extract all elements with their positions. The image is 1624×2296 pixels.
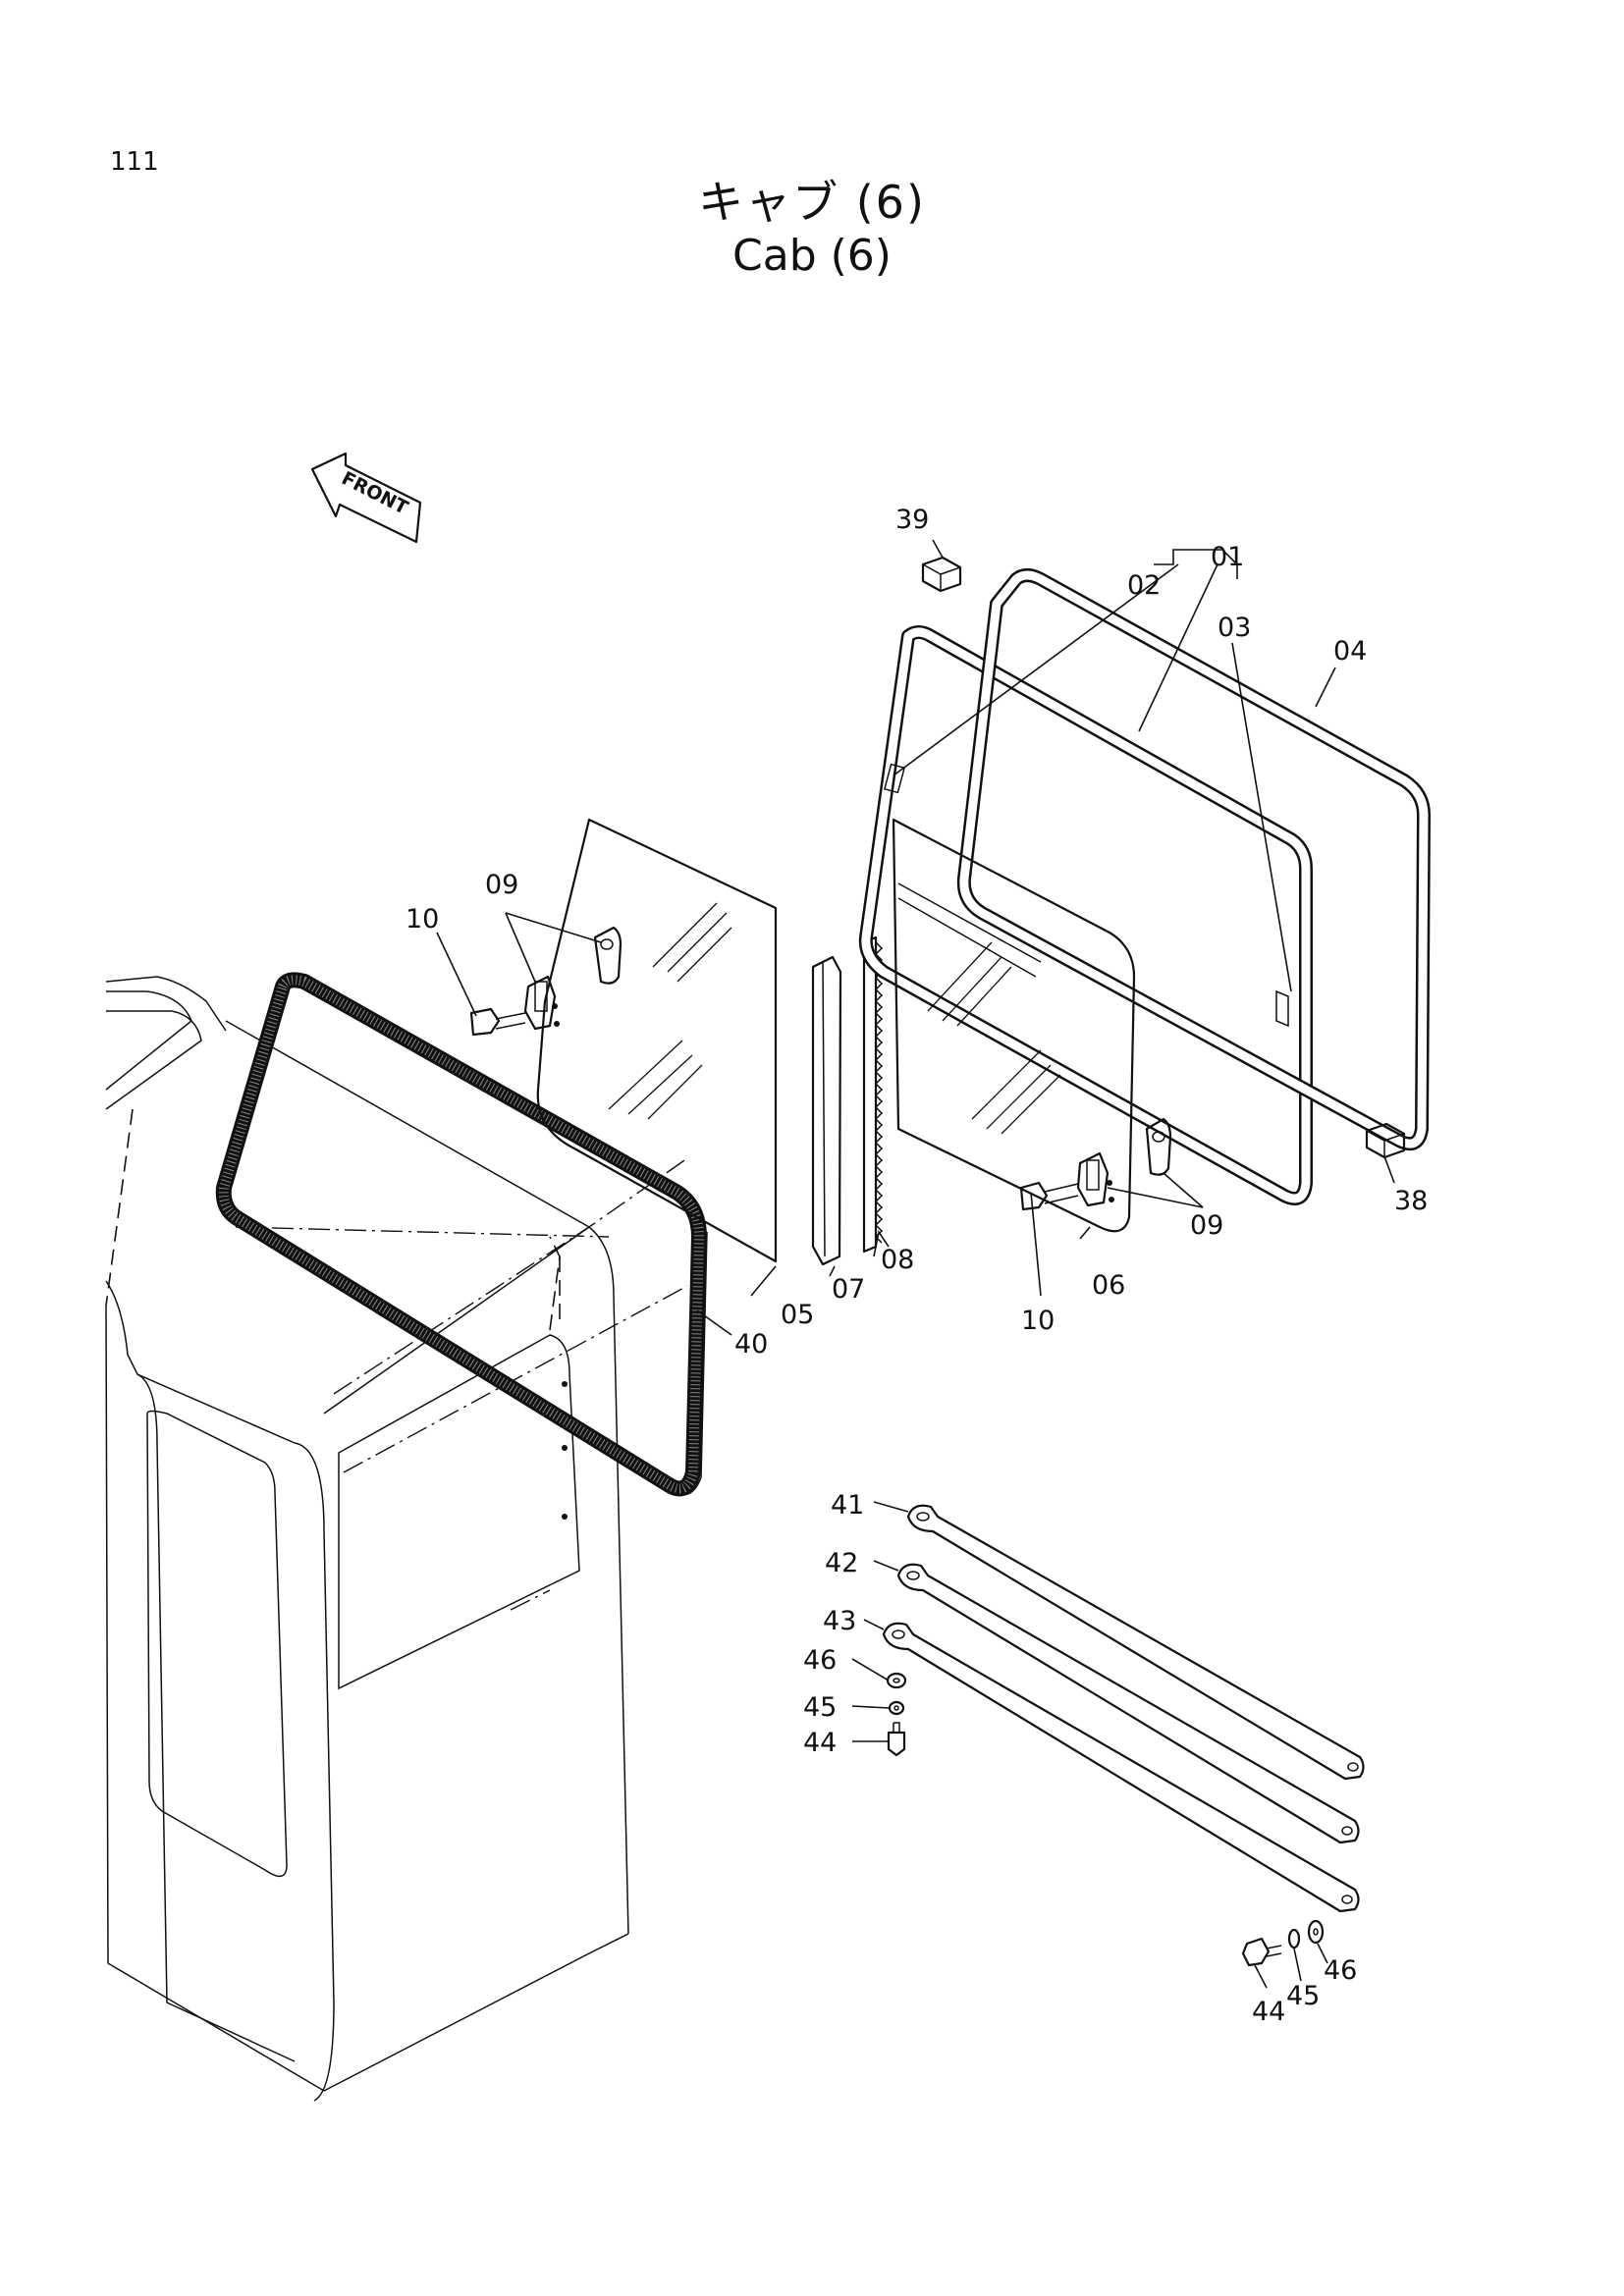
callout-46-right: 46: [1324, 1955, 1357, 1986]
leader-lines: [436, 539, 1395, 1989]
part-40-window-seal: [215, 972, 708, 1497]
callout-labels: 39 01 02 03 04 09 10 05 40 07 08 06 10 0…: [406, 505, 1428, 2027]
callout-03: 03: [1218, 613, 1251, 643]
callout-39: 39: [895, 505, 929, 535]
callout-40: 40: [734, 1329, 768, 1360]
part-45-left-lock-washer: [888, 1700, 905, 1716]
part-10-right-bolt: [1019, 1181, 1079, 1211]
callout-05: 05: [781, 1300, 814, 1330]
callout-02: 02: [1127, 570, 1161, 601]
part-44-right-bolt: [1241, 1937, 1282, 1967]
callout-42: 42: [825, 1548, 858, 1578]
part-41-strap: [906, 1504, 1365, 1781]
callout-07: 07: [832, 1274, 865, 1305]
front-arrow: FRONT: [310, 452, 422, 544]
part-05-glass-pane: [536, 818, 778, 1263]
part-46-left-washer: [886, 1672, 907, 1689]
part-44-left-bolt: [887, 1722, 906, 1757]
callout-08: 08: [881, 1245, 914, 1275]
part-10-left-bolt: [469, 1007, 526, 1037]
callout-45-left: 45: [803, 1692, 837, 1723]
part-09-right-bracket: [1076, 1117, 1172, 1207]
part-45-right-lock-washer: [1287, 1928, 1301, 1949]
callout-45-right: 45: [1286, 1981, 1320, 2011]
callout-09-left: 09: [485, 870, 518, 900]
callout-09-right: 09: [1190, 1210, 1223, 1241]
front-arrow-label: FRONT: [338, 467, 411, 519]
part-06-glass-pane: [892, 818, 1136, 1233]
part-43-strap: [882, 1622, 1360, 1913]
callout-06: 06: [1092, 1270, 1125, 1301]
cab-body: [105, 976, 688, 2102]
callout-10-left: 10: [406, 904, 439, 934]
callout-44-right: 44: [1252, 1997, 1285, 2027]
part-38-block: [1365, 1122, 1406, 1159]
diagram-title-english: Cab (6): [732, 231, 892, 281]
callout-43: 43: [823, 1606, 856, 1636]
callout-46-left: 46: [803, 1645, 837, 1676]
diagram-title-japanese: キャブ (6): [698, 176, 926, 229]
part-09-left-bracket: [523, 926, 623, 1031]
part-42-strap: [896, 1563, 1360, 1844]
callout-38: 38: [1394, 1186, 1428, 1216]
callout-04: 04: [1333, 636, 1367, 667]
part-39-block: [921, 556, 962, 593]
part-08-seal-strip: [862, 935, 884, 1254]
page-number: 111: [110, 147, 159, 177]
callout-10-right: 10: [1021, 1306, 1055, 1336]
part-04-outer-frame: [956, 568, 1431, 1150]
part-07-channel: [811, 955, 842, 1266]
callout-41: 41: [831, 1490, 864, 1521]
part-01-sash-frame: [858, 625, 1313, 1205]
callout-44-left: 44: [803, 1728, 837, 1758]
part-46-right-washer: [1307, 1919, 1325, 1945]
callout-01: 01: [1211, 542, 1244, 572]
